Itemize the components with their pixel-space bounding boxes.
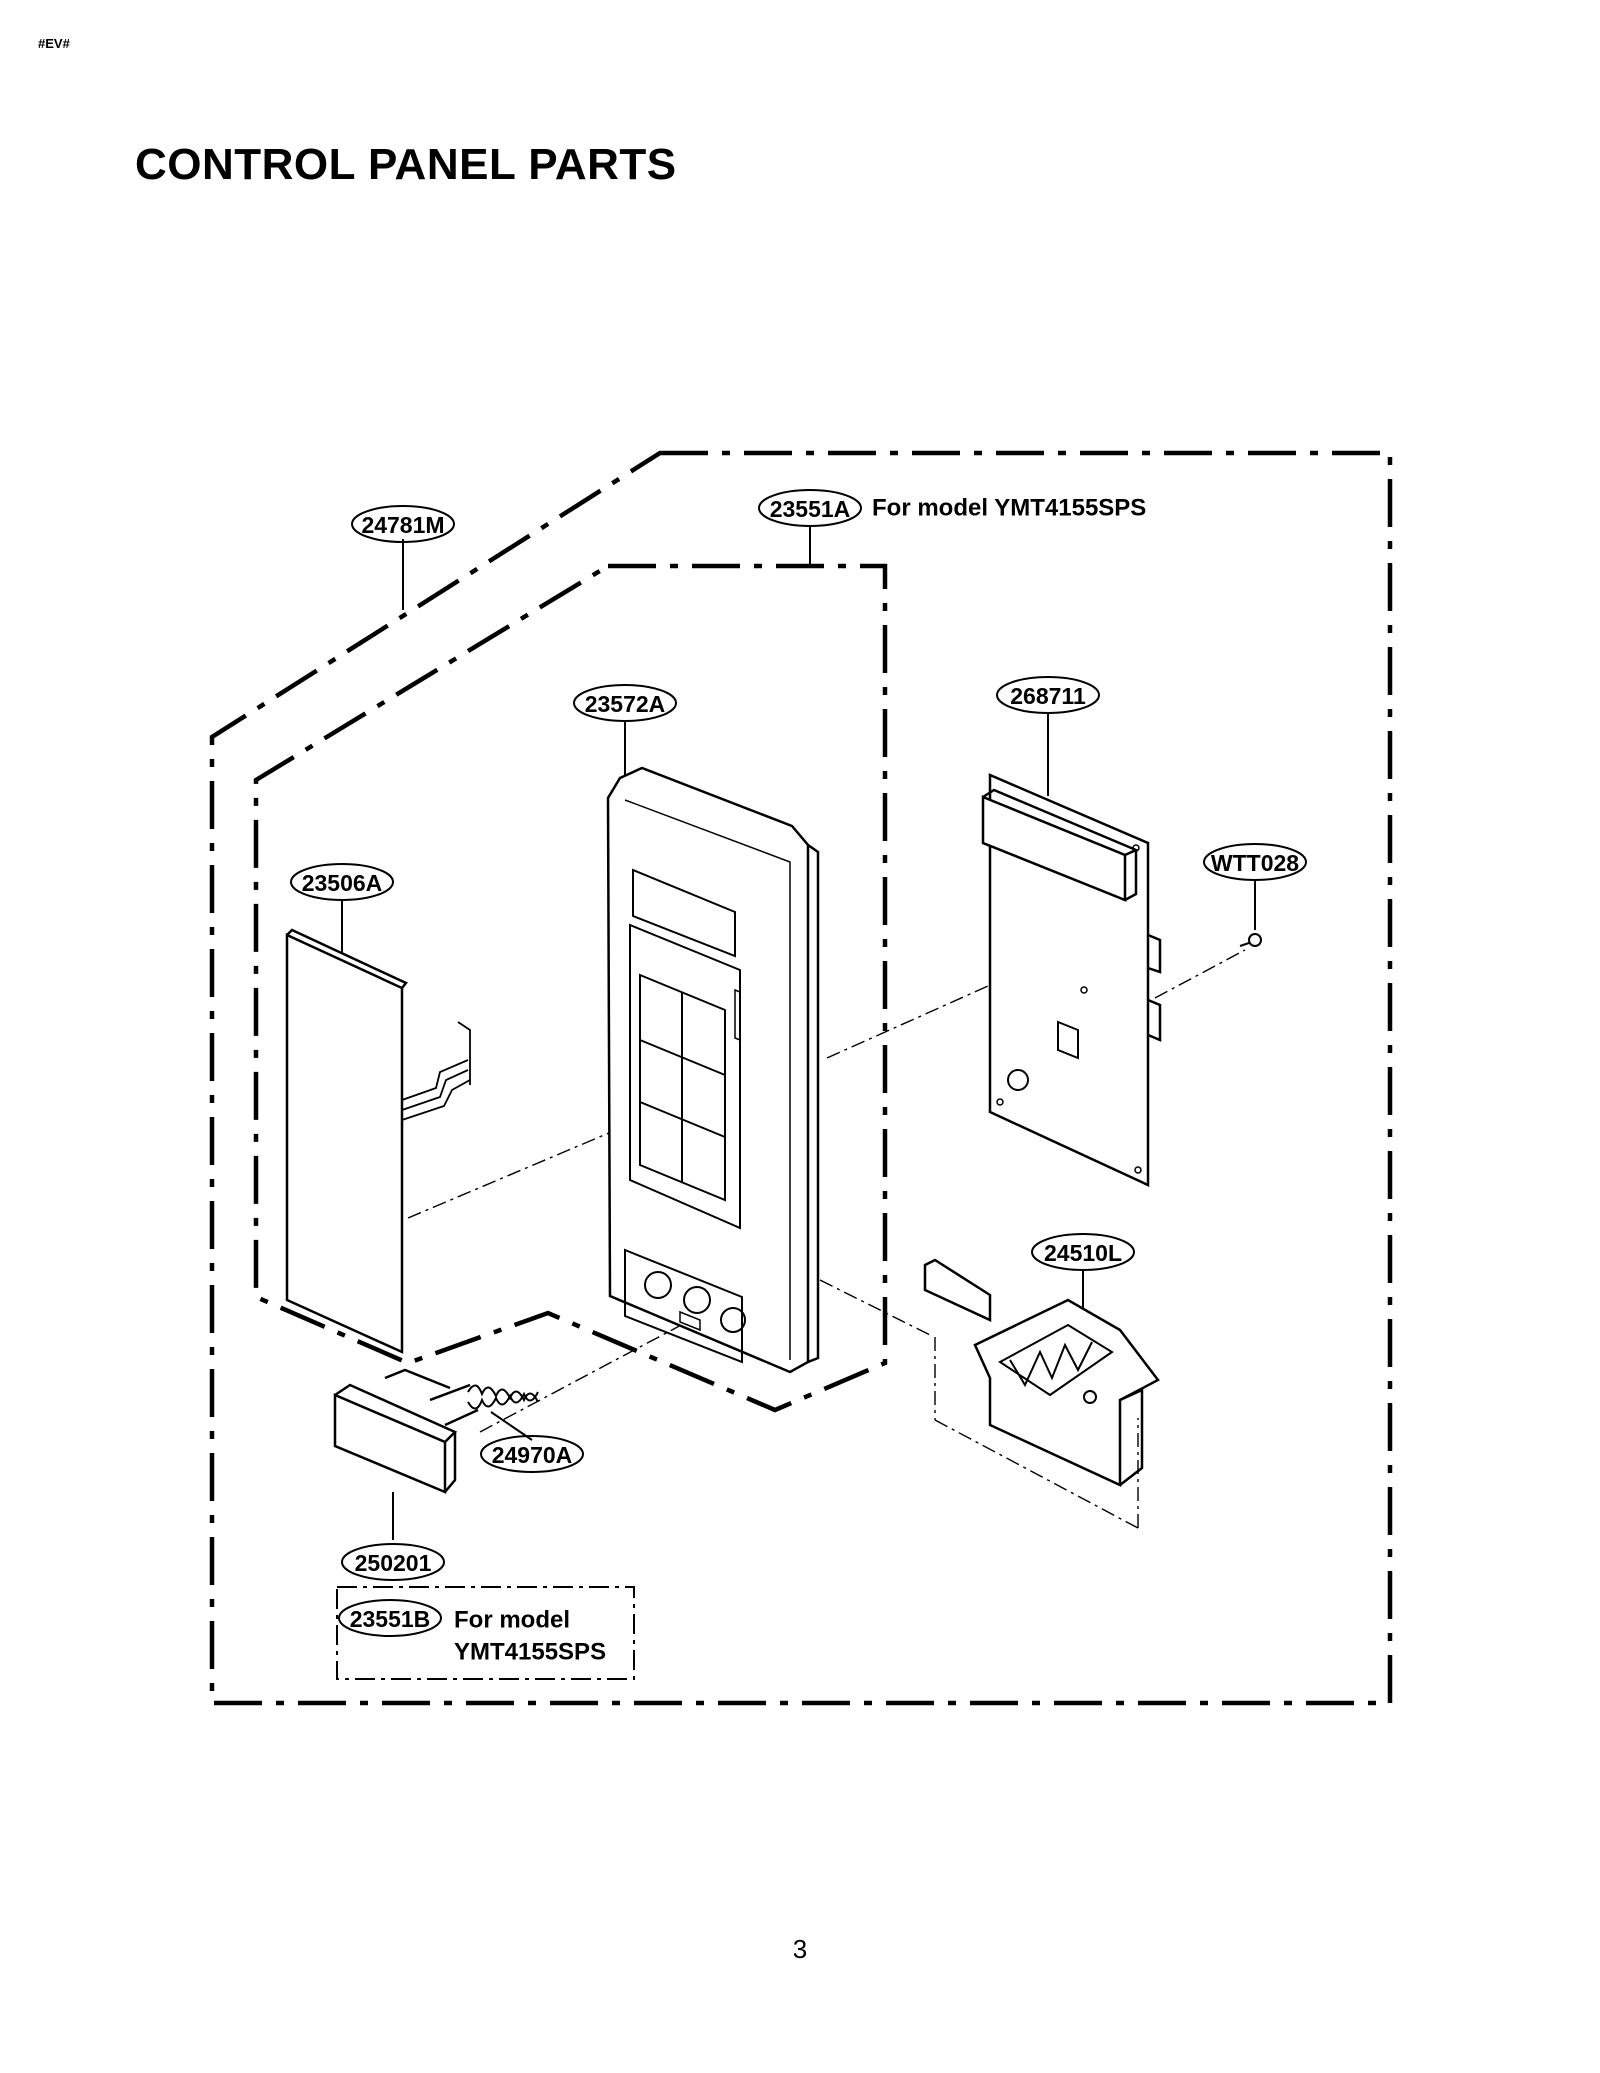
label-23551B: 23551B <box>350 1606 431 1632</box>
page-title: CONTROL PANEL PARTS <box>135 140 677 189</box>
label-24510L: 24510L <box>1044 1240 1122 1266</box>
note-model-23551B-line1: For model <box>454 1607 570 1634</box>
note-model-23551B-line2: YMT4155SPS <box>454 1639 606 1666</box>
model-23551B-box <box>336 1586 635 1680</box>
label-24970A: 24970A <box>492 1442 573 1468</box>
document-tag: #EV# <box>38 36 70 51</box>
inner-assembly-boundary <box>253 563 888 1413</box>
screw-WTT028 <box>1239 933 1262 947</box>
pcb-268711 <box>981 773 1162 1187</box>
control-panel-front-23572A <box>606 766 820 1374</box>
page-number: 3 <box>792 1934 808 1964</box>
label-24781M: 24781M <box>361 512 444 538</box>
lever-24510L <box>923 1258 1160 1487</box>
label-23551A: 23551A <box>770 496 851 522</box>
label-268711: 268711 <box>1010 683 1086 709</box>
outer-assembly-boundary <box>209 450 1393 1706</box>
label-250201: 250201 <box>355 1550 432 1576</box>
label-WTT028: WTT028 <box>1211 850 1299 876</box>
label-23506A: 23506A <box>302 870 383 896</box>
spring-24970A <box>467 1384 539 1410</box>
label-bubbles <box>290 489 1307 1637</box>
membrane-switch-23506A <box>285 928 471 1354</box>
push-button-250201 <box>333 1368 479 1494</box>
note-model-23551A: For model YMT4155SPS <box>872 495 1146 522</box>
label-23572A: 23572A <box>585 691 666 717</box>
